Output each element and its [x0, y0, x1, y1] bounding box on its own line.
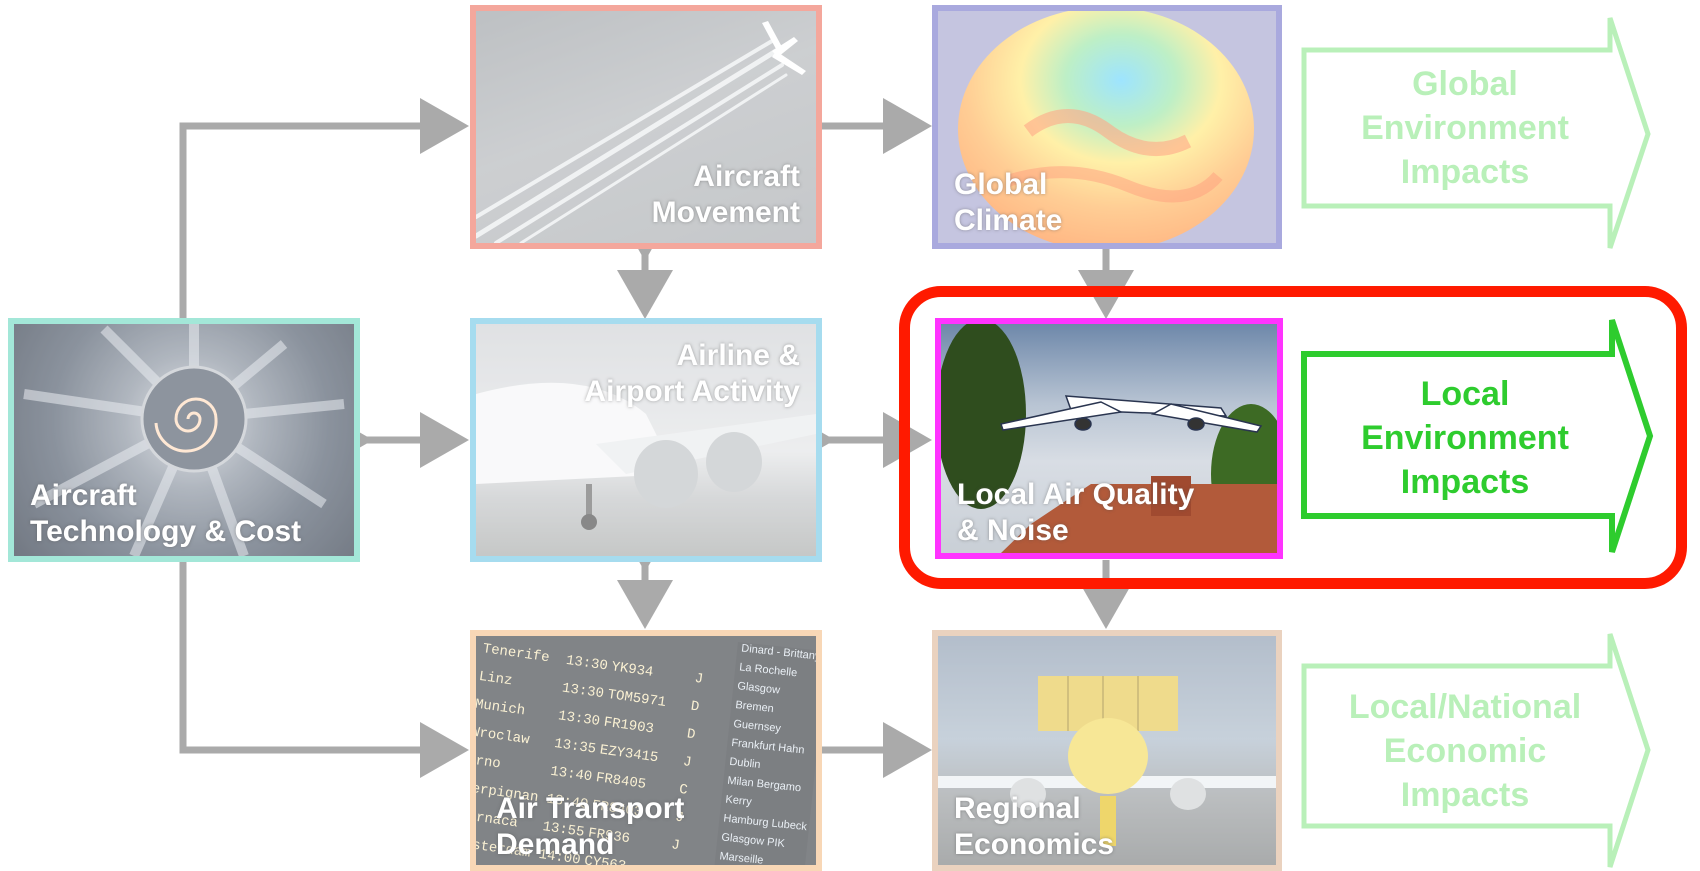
- arrow-global-environment-impacts: [1301, 17, 1651, 249]
- globe-photo: [938, 11, 1276, 243]
- node-label: Airline & Airport Activity: [584, 339, 800, 408]
- airplane-icon: [762, 21, 806, 75]
- node-global-climate: Global Climate: [932, 5, 1282, 249]
- node-label: Regional Economics: [954, 792, 1115, 861]
- label-global-environment-impacts: Global Environment Impacts: [1361, 65, 1569, 191]
- node-label: Local Air Quality & Noise: [957, 478, 1195, 547]
- contrail-photo: [476, 11, 816, 243]
- node-regional-economics: Regional Economics: [932, 630, 1282, 871]
- connector-tech-to-demand: [179, 560, 469, 778]
- highlight-frame: [899, 286, 1687, 589]
- node-label: Air Transport Demand: [496, 792, 685, 861]
- cargo-plane-photo: [938, 636, 1276, 865]
- label-economic-impacts: Local/National Economic Impacts: [1348, 688, 1582, 814]
- node-label: Aircraft Technology & Cost: [30, 479, 302, 548]
- connector-tech-to-movement: [179, 98, 469, 320]
- board-cell: J: [666, 865, 677, 866]
- label-local-environment-impacts: Local Environment Impacts: [1361, 375, 1569, 501]
- node-label: Aircraft Movement: [651, 160, 800, 229]
- node-aircraft-technology: Aircraft Technology & Cost: [8, 318, 360, 562]
- b747-landing-photo: [941, 324, 1277, 553]
- node-local-air-quality: Local Air Quality & Noise: [935, 318, 1283, 559]
- arrow-local-environment-impacts: [1301, 319, 1654, 553]
- turbofan-photo: [14, 324, 354, 556]
- node-label: Global Climate: [954, 168, 1063, 237]
- jumbo-jet-icon: [1000, 395, 1263, 433]
- node-airline-airport-activity: Airline & Airport Activity: [470, 318, 822, 562]
- a380-photo: [476, 324, 816, 556]
- node-aircraft-movement: Aircraft Movement: [470, 5, 822, 249]
- arrow-economic-impacts: [1301, 633, 1651, 868]
